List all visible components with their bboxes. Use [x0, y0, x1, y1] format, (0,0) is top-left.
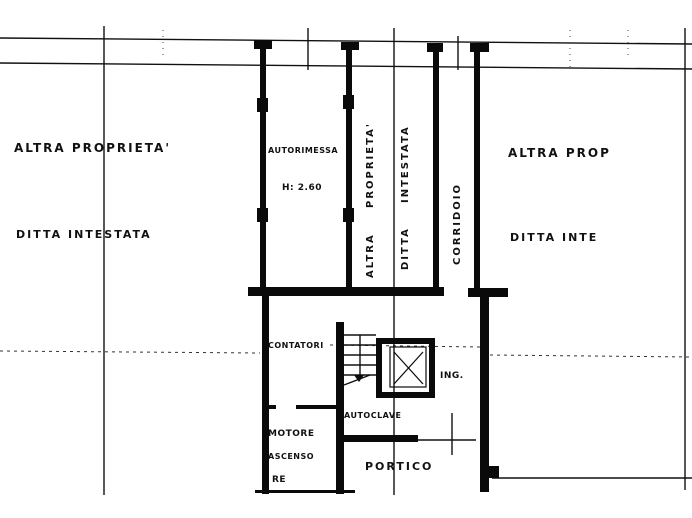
label-autoclave: AUTOCLAVE: [344, 411, 401, 420]
label-corridoio: CORRIDOIO: [452, 183, 463, 265]
label-strip2-ditta: DITTA: [400, 227, 411, 270]
label-portico: PORTICO: [365, 460, 433, 473]
label-autorimessa: AUTORIMESSA: [268, 146, 338, 155]
label-re: RE: [272, 475, 286, 485]
label-strip1-altra: ALTRA: [365, 233, 376, 278]
label-strip2-intestata: INTESTATA: [400, 125, 411, 203]
label-ditta-intestata-left: DITTA INTESTATA: [16, 228, 152, 241]
label-ascensore: ASCENSO: [268, 452, 314, 461]
walls: [248, 40, 508, 494]
staircase: [343, 334, 376, 386]
label-ditta-intestata-right: DITTA INTE: [510, 231, 598, 244]
label-ingresso: ING.: [440, 371, 464, 381]
label-altra-proprieta-left: ALTRA PROPRIETA': [14, 141, 171, 155]
label-strip1-proprieta: PROPRIETA': [365, 122, 376, 208]
details: [418, 413, 476, 455]
label-height: H: 2.60: [282, 183, 322, 193]
label-motore: MOTORE: [268, 429, 314, 439]
label-contatori: CONTATORI: [268, 341, 324, 350]
label-altra-proprieta-right: ALTRA PROP: [508, 146, 611, 160]
